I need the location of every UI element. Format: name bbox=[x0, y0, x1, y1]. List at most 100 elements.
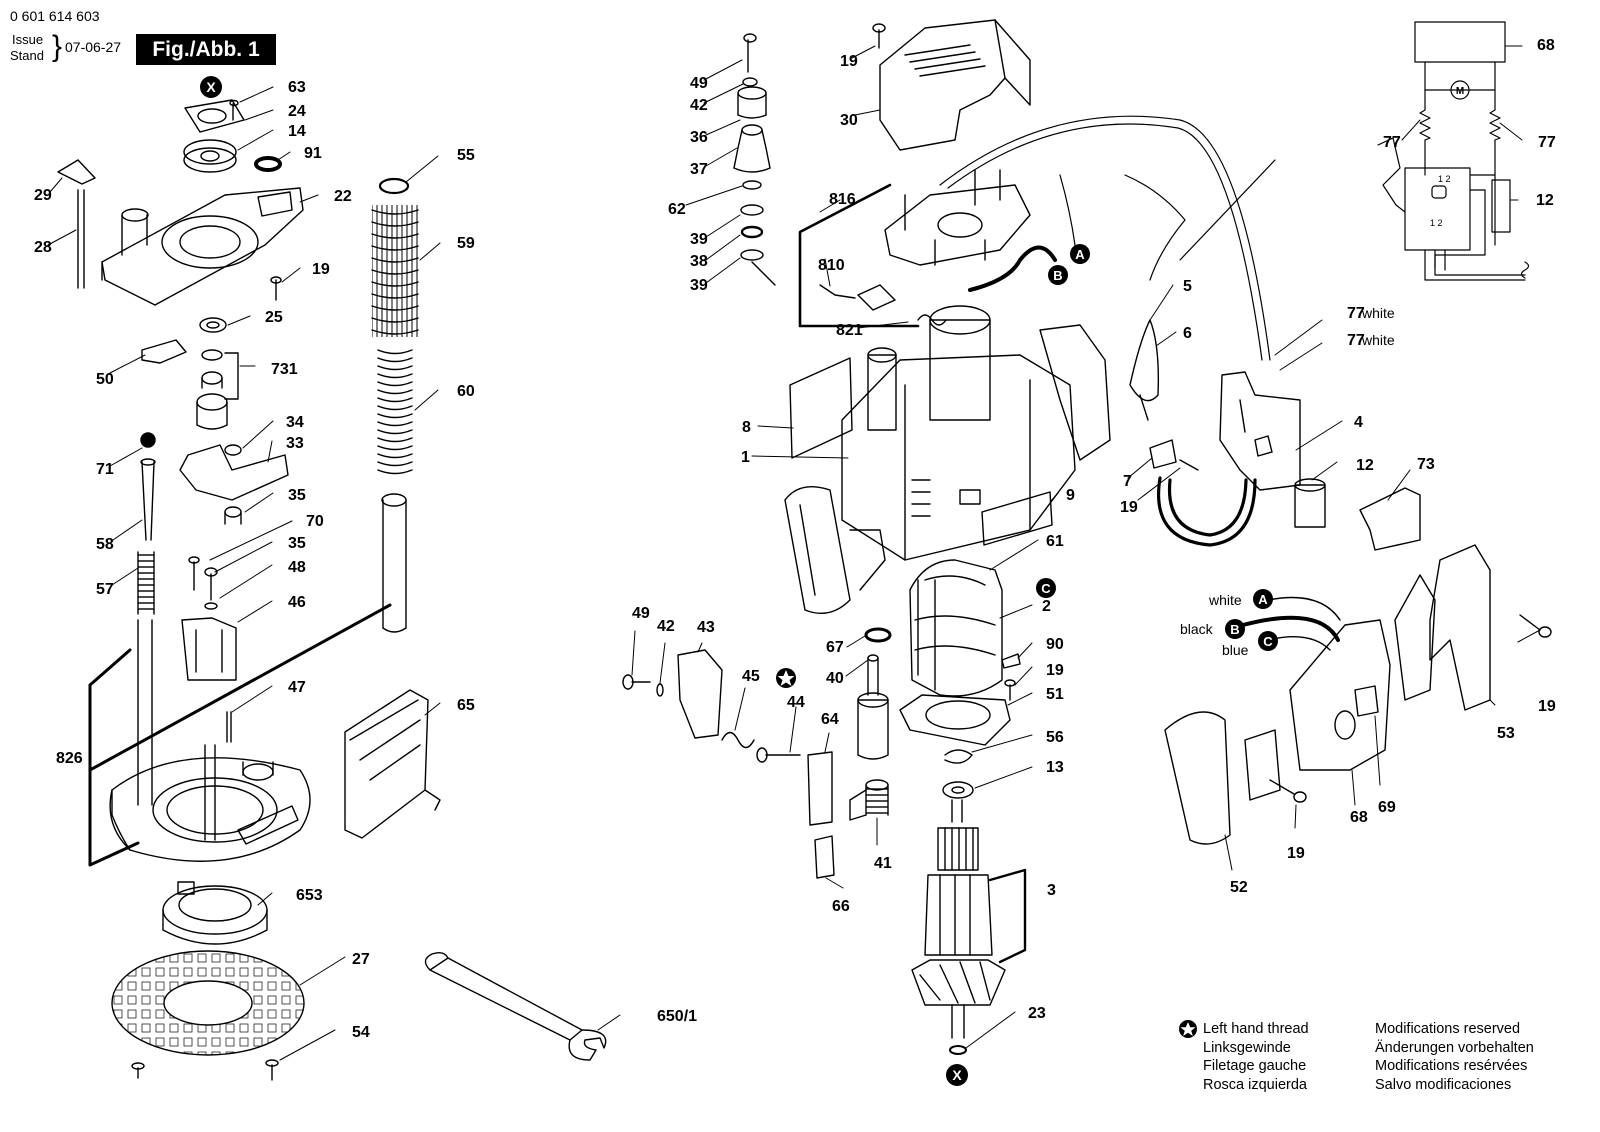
callout-c826: 826 bbox=[56, 750, 83, 767]
switch-4 bbox=[1219, 371, 1301, 491]
legend-left-thread-es: Rosca izquierda bbox=[1203, 1076, 1307, 1093]
callout-c816: 816 bbox=[829, 191, 856, 208]
plate-64 bbox=[807, 751, 833, 826]
callout-c12b: 12 bbox=[1356, 457, 1374, 474]
legend-left-thread-de: Linksgewinde bbox=[1203, 1039, 1291, 1056]
callout-c24: 24 bbox=[288, 103, 306, 120]
callout-c36: 36 bbox=[690, 129, 708, 146]
washer-42-mid bbox=[656, 683, 664, 697]
callout-c53: 53 bbox=[1497, 725, 1515, 742]
star-marker-legend bbox=[1179, 1020, 1197, 1038]
callout-c48: 48 bbox=[288, 559, 306, 576]
wiring-schematic bbox=[1377, 21, 1530, 281]
callout-c12a: 12 bbox=[1536, 192, 1554, 209]
callout-c41: 41 bbox=[874, 855, 892, 872]
handle-cover-68 bbox=[1289, 619, 1391, 771]
screws-54 bbox=[131, 1059, 279, 1081]
star-marker-44 bbox=[776, 668, 796, 688]
wrench-650-1 bbox=[424, 951, 607, 1061]
callout-c77w1: 77 bbox=[1347, 305, 1365, 322]
callout-c69: 69 bbox=[1378, 799, 1396, 816]
legend-modifications-en: Modifications reserved bbox=[1375, 1021, 1521, 1037]
callout-c19a: 19 bbox=[312, 261, 330, 278]
callout-c42b: 42 bbox=[657, 618, 675, 635]
marker-x-top-label: X bbox=[206, 79, 216, 95]
brush-810 bbox=[819, 284, 896, 311]
callout-c49b: 49 bbox=[632, 605, 650, 622]
label-8 bbox=[789, 357, 853, 459]
callout-c90: 90 bbox=[1046, 636, 1064, 653]
brace: } bbox=[52, 30, 63, 63]
plunge-base bbox=[109, 619, 311, 862]
lock-lever-29 bbox=[57, 159, 96, 185]
parts-90-19 bbox=[1001, 653, 1021, 701]
callout-c49a: 49 bbox=[690, 75, 708, 92]
handle-53 bbox=[1429, 544, 1491, 711]
callout-c62: 62 bbox=[668, 201, 686, 218]
grip-5-6 bbox=[1129, 319, 1159, 421]
spring-57 bbox=[137, 551, 155, 615]
spring-60 bbox=[377, 349, 413, 475]
label-69 bbox=[1354, 685, 1379, 717]
marker-a-top-label: A bbox=[1075, 247, 1085, 262]
callout-c59: 59 bbox=[457, 235, 475, 252]
legend-left-thread: Left hand thread Linksgewinde Filetage g… bbox=[1203, 1020, 1309, 1094]
wire-label-black: black bbox=[1180, 621, 1214, 637]
callout-c2: 2 bbox=[1042, 598, 1051, 615]
marker-x-bottom-label: X bbox=[952, 1067, 962, 1083]
callout-c19d: 19 bbox=[1046, 662, 1064, 679]
screw-35-top bbox=[224, 506, 242, 525]
wire-label-white: white bbox=[1208, 592, 1242, 608]
marker-c-top-label: C bbox=[1041, 581, 1051, 596]
motor-symbol: M bbox=[1456, 86, 1464, 97]
issue-date: 07-06-27 bbox=[65, 39, 122, 55]
callout-c9: 9 bbox=[1066, 487, 1075, 504]
callout-c40: 40 bbox=[826, 670, 844, 687]
bushing-731 bbox=[196, 349, 239, 430]
marker-c-right: C bbox=[1258, 631, 1278, 651]
callout-c731: 731 bbox=[271, 361, 298, 378]
marker-b-right: B bbox=[1225, 619, 1245, 639]
bracket-816 bbox=[798, 183, 920, 328]
callout-c63: 63 bbox=[288, 79, 306, 96]
guide-ring-653 bbox=[162, 881, 268, 945]
guide-tube bbox=[381, 493, 407, 633]
callout-c653: 653 bbox=[296, 887, 323, 904]
rod-28 bbox=[77, 189, 85, 289]
callout-c47: 47 bbox=[288, 679, 306, 696]
callout-c77a: 77 bbox=[1383, 134, 1401, 151]
o-ring-91 bbox=[254, 156, 282, 172]
screw-44 bbox=[756, 747, 801, 763]
callout-c19b: 19 bbox=[840, 53, 858, 70]
field-coil-2 bbox=[909, 559, 1003, 697]
armature-3 bbox=[911, 799, 1006, 1039]
callout-c25: 25 bbox=[265, 309, 283, 326]
callout-c51: 51 bbox=[1046, 686, 1064, 703]
callout-c43: 43 bbox=[697, 619, 715, 636]
top-cover-30 bbox=[879, 19, 1031, 151]
callout-c68b: 68 bbox=[1350, 809, 1368, 826]
legend-modifications-es: Salvo modificaciones bbox=[1375, 1076, 1512, 1093]
callout-c27: 27 bbox=[352, 951, 370, 968]
callout-c77w2-suffix: white bbox=[1361, 332, 1395, 348]
callout-c5: 5 bbox=[1183, 278, 1192, 295]
switch-terminals-top: 1 2 bbox=[1438, 174, 1451, 184]
callout-c77w1-suffix: white bbox=[1361, 305, 1395, 321]
marker-c-right-label: C bbox=[1263, 634, 1273, 649]
capacitor-12 bbox=[1294, 478, 1326, 528]
screw-19-right bbox=[1519, 614, 1552, 638]
spring-45 bbox=[721, 731, 755, 749]
stand-label: Stand bbox=[10, 48, 44, 63]
o-ring-67 bbox=[864, 627, 892, 643]
chip-guard-65 bbox=[344, 689, 441, 839]
marker-a-right: A bbox=[1253, 589, 1273, 609]
wire-label-blue: blue bbox=[1222, 642, 1249, 658]
label-9 bbox=[981, 491, 1053, 546]
marker-c-top: C bbox=[1036, 578, 1056, 598]
callout-c73: 73 bbox=[1417, 456, 1435, 473]
marker-b-right-label: B bbox=[1230, 622, 1239, 637]
screw-63 bbox=[229, 99, 239, 121]
callout-c58: 58 bbox=[96, 536, 114, 553]
spindle-40 bbox=[857, 654, 889, 760]
